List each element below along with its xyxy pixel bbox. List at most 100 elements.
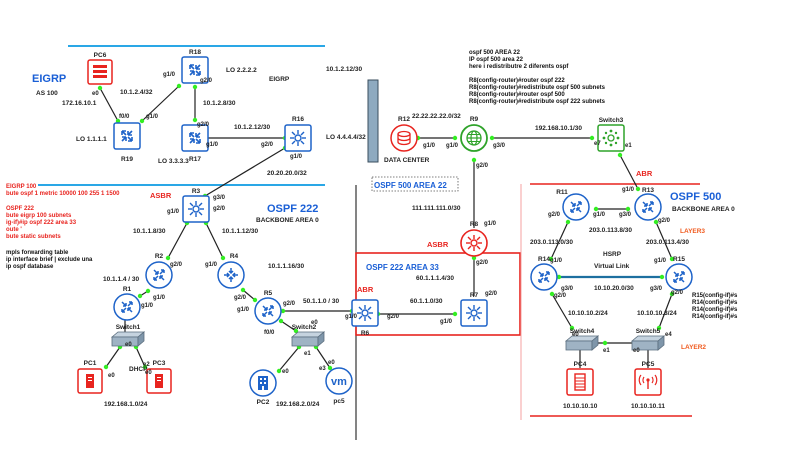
l3-switch-icon bbox=[460, 299, 488, 327]
subnet-label: 20.20.20.0/32 bbox=[267, 170, 307, 177]
ospf500-area22-title: OSPF 500 AREA 22 bbox=[374, 181, 447, 190]
l3-switch-icon bbox=[182, 195, 210, 223]
node-pc5-vm[interactable]: vm pc5 bbox=[325, 367, 353, 405]
node-r3[interactable]: R3 bbox=[182, 188, 210, 223]
svg-text:e2: e2 bbox=[143, 362, 150, 368]
node-label: Switch4 bbox=[570, 328, 595, 335]
node-label: R8 bbox=[470, 221, 479, 228]
node-switch1[interactable]: Switch1 bbox=[110, 324, 146, 347]
layer3-label: LAYER3 bbox=[680, 228, 705, 235]
svg-text:g1/0: g1/0 bbox=[622, 187, 635, 193]
node-r18[interactable]: R18 bbox=[181, 49, 209, 84]
subnet-label: 10.10.10.2/24 bbox=[568, 310, 608, 317]
note-line: mpls forwarding table bbox=[6, 250, 69, 256]
node-r4[interactable]: R4 bbox=[217, 253, 245, 289]
node-switch4[interactable]: Switch4 bbox=[564, 328, 600, 351]
node-pc6[interactable]: PC6 bbox=[87, 52, 113, 85]
subnet-label: DHCP bbox=[129, 366, 148, 373]
ospf500-notes: ospf 500 AREA 22 IP ospf 500 area 22 her… bbox=[469, 50, 606, 105]
subnet-label: 22.22.22.22.0/32 bbox=[412, 113, 461, 120]
svg-text:g2/0: g2/0 bbox=[261, 142, 274, 148]
server-list-icon bbox=[566, 368, 594, 396]
node-r2[interactable]: R2 bbox=[145, 253, 173, 289]
svg-text:e0: e0 bbox=[145, 370, 152, 376]
node-r8[interactable]: R8 bbox=[460, 221, 488, 257]
node-pc3[interactable]: PC3 bbox=[146, 360, 172, 394]
node-label: Switch2 bbox=[292, 324, 317, 331]
subnet-label: 50.1.1.0 / 30 bbox=[303, 298, 340, 305]
node-switch5[interactable]: Switch5 bbox=[630, 328, 666, 351]
node-r16[interactable]: R16 bbox=[284, 116, 312, 152]
node-r14[interactable]: R14 bbox=[530, 256, 558, 291]
svg-text:f0/0: f0/0 bbox=[119, 114, 130, 120]
node-r17[interactable]: R17 bbox=[181, 124, 209, 163]
link-pc6-r19 bbox=[99, 87, 119, 122]
subnet-label: 10.1.1.4 / 30 bbox=[103, 276, 140, 283]
node-label: R14 bbox=[538, 256, 550, 263]
link-switch3-r13 bbox=[619, 154, 639, 190]
svg-text:g1/0: g1/0 bbox=[484, 221, 497, 227]
node-r15[interactable]: R15 bbox=[665, 256, 693, 291]
eigrp-center-label: EIGRP bbox=[269, 76, 290, 83]
link-r14-switch4 bbox=[551, 293, 573, 329]
svg-text:e4: e4 bbox=[665, 332, 672, 338]
router-icon bbox=[181, 124, 209, 152]
ospf500-title: OSPF 500 bbox=[670, 191, 721, 203]
svg-text:g1/0: g1/0 bbox=[206, 142, 219, 148]
node-label: PC2 bbox=[257, 399, 270, 406]
node-switch2[interactable]: Switch2 bbox=[290, 324, 326, 347]
switch-icon bbox=[597, 124, 625, 152]
svg-text:g1/0: g1/0 bbox=[345, 314, 358, 320]
node-pc4[interactable]: PC4 bbox=[566, 361, 594, 396]
link-switch2-pc2 bbox=[278, 346, 300, 372]
subnet-label: HSRP bbox=[603, 251, 622, 258]
node-label: R11 bbox=[556, 189, 568, 196]
node-r19[interactable]: R19 bbox=[113, 122, 141, 163]
svg-text:e7: e7 bbox=[594, 141, 601, 147]
node-r12[interactable]: R12 bbox=[390, 116, 418, 152]
node-label: pc5 bbox=[333, 398, 345, 405]
node-r1[interactable]: R1 bbox=[113, 286, 141, 321]
subnet-label: 10.1.2.12/30 bbox=[326, 66, 363, 73]
subnet-label: 60.1.1.0/30 bbox=[410, 298, 443, 305]
node-label: Switch1 bbox=[116, 324, 141, 331]
node-r11[interactable]: R11 bbox=[556, 189, 590, 221]
svg-text:e0: e0 bbox=[572, 332, 579, 338]
svg-text:g2/0: g2/0 bbox=[387, 314, 400, 320]
svg-text:e1: e1 bbox=[603, 348, 610, 354]
node-label: R5 bbox=[264, 290, 273, 297]
svg-text:g2/0: g2/0 bbox=[485, 291, 498, 297]
left-red-notes: EIGRP 100 bute ospf 1 metric 10000 100 2… bbox=[6, 184, 120, 240]
link-r5-switch2 bbox=[280, 320, 297, 332]
link-r19-r18 bbox=[141, 85, 180, 122]
subnet-label: Virtual Link bbox=[594, 263, 630, 270]
router-icon bbox=[181, 56, 209, 84]
node-r5[interactable]: R5 bbox=[254, 290, 282, 325]
subnet-label: 192.168.1.0/24 bbox=[104, 401, 148, 408]
abr-r13-label: ABR bbox=[636, 169, 653, 178]
svg-text:e1: e1 bbox=[625, 143, 632, 149]
node-label: R12 bbox=[398, 116, 410, 123]
node-r7[interactable]: R7 bbox=[460, 292, 488, 327]
node-pc2[interactable]: PC2 bbox=[249, 369, 277, 406]
link-r16-r3 bbox=[204, 147, 286, 197]
abr-r6-label: ABR bbox=[357, 285, 374, 294]
ospf500-area22-box bbox=[371, 176, 459, 192]
svg-text:g2/0: g2/0 bbox=[658, 218, 671, 224]
subnet-label: LO 1.1.1.1 bbox=[76, 136, 107, 143]
node-r9[interactable]: R9 bbox=[460, 116, 488, 152]
router-icon bbox=[530, 263, 558, 291]
node-pc5[interactable]: PC5 bbox=[634, 361, 662, 396]
svg-text:g1/0: g1/0 bbox=[163, 72, 176, 78]
ospf500-subtitle: BACKBONE AREA 0 bbox=[672, 206, 735, 213]
links bbox=[99, 85, 673, 372]
node-label: R7 bbox=[470, 292, 479, 299]
node-pc1[interactable]: PC1 bbox=[77, 360, 103, 394]
subnet-label: 10.1.2.12/30 bbox=[234, 124, 271, 131]
node-switch3[interactable]: Switch3 bbox=[597, 117, 625, 152]
node-r6[interactable]: R6 bbox=[351, 299, 379, 337]
router-icon bbox=[254, 297, 282, 325]
subnet-labels: 172.16.10.1 LO 1.1.1.1 LO 2.2.2.2 LO 3.3… bbox=[62, 66, 689, 410]
node-r13[interactable]: R13 bbox=[634, 187, 662, 221]
database-icon bbox=[390, 124, 418, 152]
